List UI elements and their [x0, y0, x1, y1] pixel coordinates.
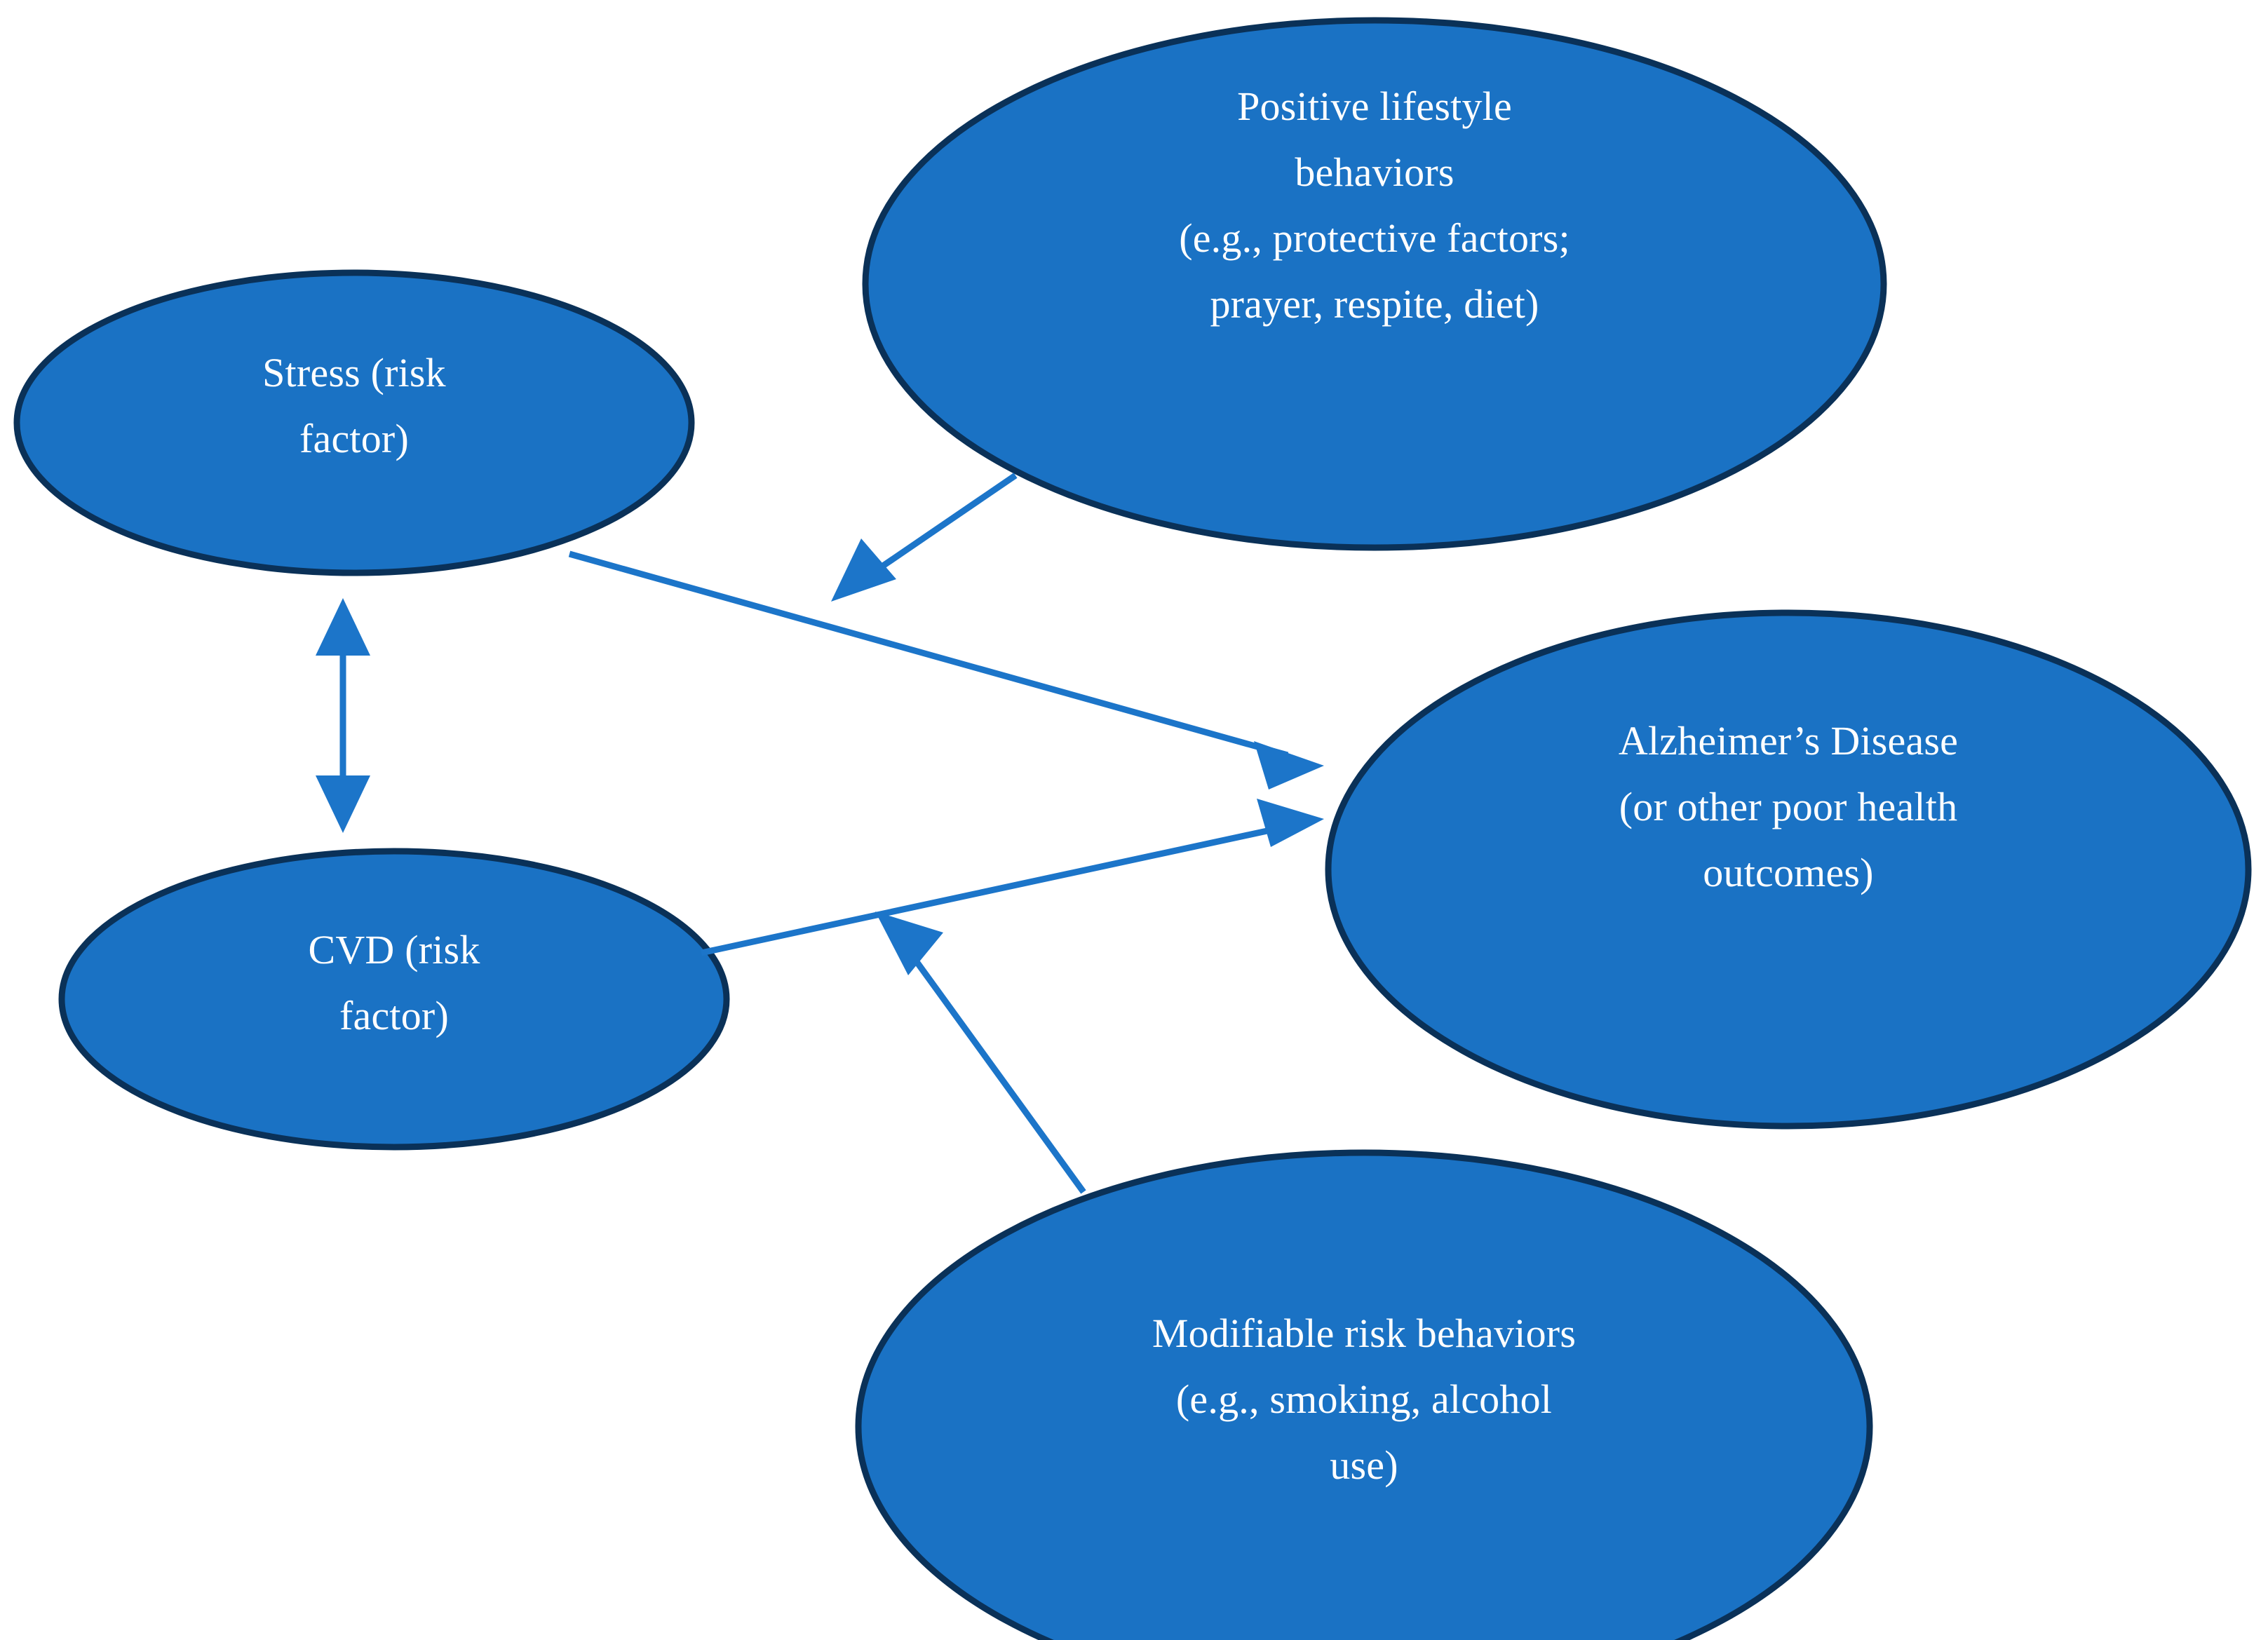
arrowhead-right: [1254, 741, 1324, 789]
arrowhead-down-left: [831, 538, 896, 602]
node-ellipse-modifiable-risk[interactable]: [855, 1149, 1873, 1640]
node-ellipse-cvd[interactable]: [58, 848, 730, 1151]
edge-positive-lifestyle-pathway[interactable]: [831, 473, 1018, 602]
edge-stress-alzheimers[interactable]: [568, 550, 1324, 789]
arrowhead-up-left: [875, 912, 943, 975]
arrowhead-down: [316, 775, 370, 833]
node-group: [13, 17, 2252, 1640]
edge-cvd-alzheimers[interactable]: [701, 799, 1324, 956]
edge-group: [316, 473, 1324, 1194]
node-ellipse-positive-lifestyle[interactable]: [862, 17, 1887, 551]
edge-stress-cvd[interactable]: [316, 598, 370, 833]
arrowhead-right: [1257, 799, 1324, 847]
edge-modifiable-risk-pathway[interactable]: [875, 912, 1086, 1194]
node-ellipse-stress[interactable]: [13, 269, 695, 576]
arrowhead-up: [316, 598, 370, 656]
node-ellipse-alzheimers[interactable]: [1325, 609, 2252, 1130]
